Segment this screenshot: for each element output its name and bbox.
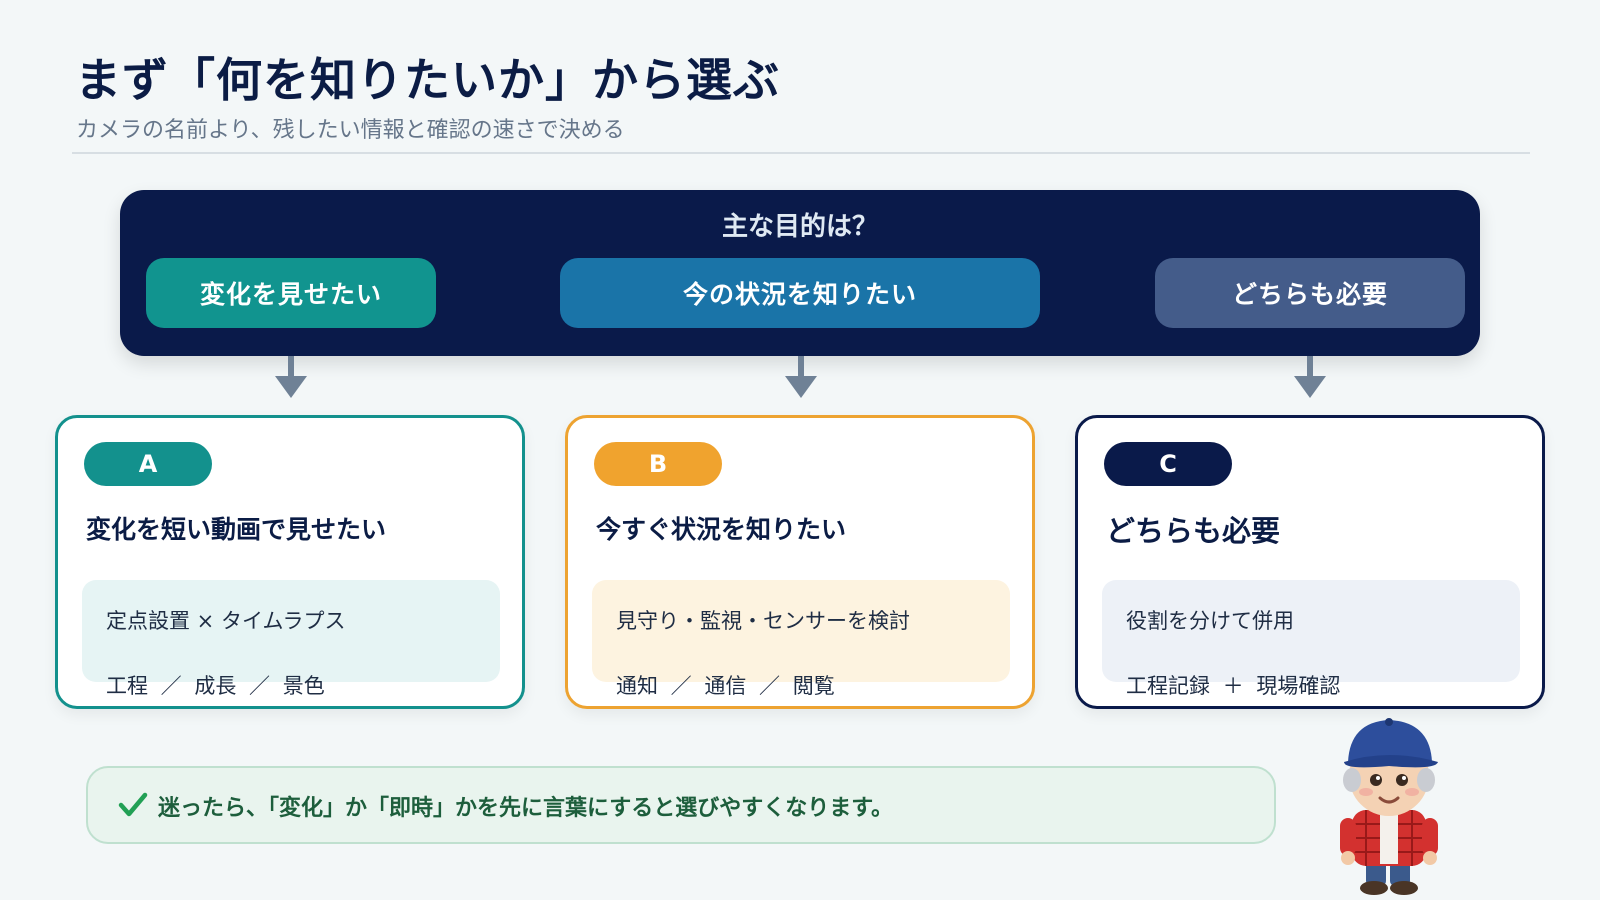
option-both-needed[interactable]: どちらも必要 — [1155, 258, 1465, 328]
arrow-down-icon — [275, 356, 307, 400]
card-method: 定点設置 × タイムラプス — [106, 609, 346, 633]
purpose-question: 主な目的は？ — [721, 212, 878, 242]
card-detail-box — [82, 580, 500, 682]
card-a: A 変化を短い動画で見せたい 定点設置 × タイムラプス 工程 ／ 成長 ／ 景… — [55, 415, 525, 709]
card-detail-box — [1102, 580, 1520, 682]
card-method: 見守り・監視・センサーを検討 — [616, 609, 910, 633]
card-examples: 通知 ／ 通信 ／ 閲覧 — [616, 674, 835, 698]
mascot-character-icon — [1340, 718, 1438, 895]
tip-banner: 迷ったら、「変化」か「即時」かを先に言葉にすると選びやすくなります。 — [86, 766, 1276, 844]
arrow-down-icon — [1294, 356, 1326, 400]
card-title: 変化を短い動画で見せたい — [86, 515, 387, 544]
card-c: C どちらも必要 役割を分けて併用 工程記録 ＋ 現場確認 — [1075, 415, 1545, 709]
card-badge: B — [594, 442, 722, 486]
card-b: B 今すぐ状況を知りたい 見守り・監視・センサーを検討 通知 ／ 通信 ／ 閲覧 — [565, 415, 1035, 709]
card-title: 今すぐ状況を知りたい — [596, 515, 847, 544]
card-examples: 工程記録 ＋ 現場確認 — [1126, 674, 1341, 698]
card-badge: A — [84, 442, 212, 486]
card-badge: C — [1104, 442, 1232, 486]
check-icon — [118, 792, 148, 817]
title-divider — [72, 152, 1530, 154]
card-title: どちらも必要 — [1106, 514, 1281, 548]
page-subtitle: カメラの名前より、残したい情報と確認の速さで決める — [76, 118, 625, 143]
arrow-down-icon — [785, 356, 817, 400]
tip-text: 迷ったら、「変化」か「即時」かを先に言葉にすると選びやすくなります。 — [158, 796, 894, 821]
purpose-question-panel: 主な目的は？ 変化を見せたい 今の状況を知りたい どちらも必要 — [120, 190, 1480, 356]
card-examples: 工程 ／ 成長 ／ 景色 — [106, 674, 325, 698]
card-method: 役割を分けて併用 — [1126, 609, 1294, 633]
option-know-current-status[interactable]: 今の状況を知りたい — [560, 258, 1040, 328]
page-title: まず「何を知りたいか」から選ぶ — [75, 53, 780, 107]
option-show-change[interactable]: 変化を見せたい — [146, 258, 436, 328]
card-detail-box — [592, 580, 1010, 682]
